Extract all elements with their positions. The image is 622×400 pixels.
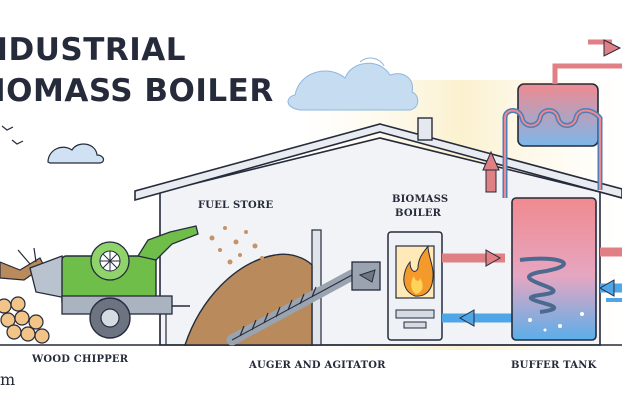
fuel-pile: [184, 226, 313, 346]
flame-icon: [403, 245, 434, 297]
footer-fragment: m: [0, 370, 16, 389]
title-line-1: INDUSTRIAL: [0, 32, 187, 68]
auger-screw: [226, 261, 381, 346]
label-buffer-tank: BUFFER TANK: [511, 360, 597, 371]
label-auger: AUGER AND AGITATOR: [249, 360, 386, 371]
title-line-2: BIOMASS BOILER: [0, 73, 274, 109]
wood-chipper: [29, 225, 199, 345]
label-boiler: BOILER: [395, 208, 442, 219]
wood-pile: [0, 247, 50, 344]
buffer-tank: [511, 197, 597, 341]
label-fuel-store: FUEL STORE: [198, 200, 274, 211]
right-side-arrows: [598, 247, 622, 302]
top-exchanger: [482, 39, 622, 198]
cold-arrow-icon: [458, 309, 475, 327]
pipes: [442, 249, 512, 327]
boiler-unit: [387, 231, 443, 341]
label-wood-chipper: WOOD CHIPPER: [32, 354, 129, 365]
hot-arrow-icon: [485, 249, 502, 267]
smoke-cloud: [287, 57, 419, 111]
label-biomass: BIOMASS: [392, 194, 449, 205]
right-arrow-icon: [603, 39, 622, 57]
